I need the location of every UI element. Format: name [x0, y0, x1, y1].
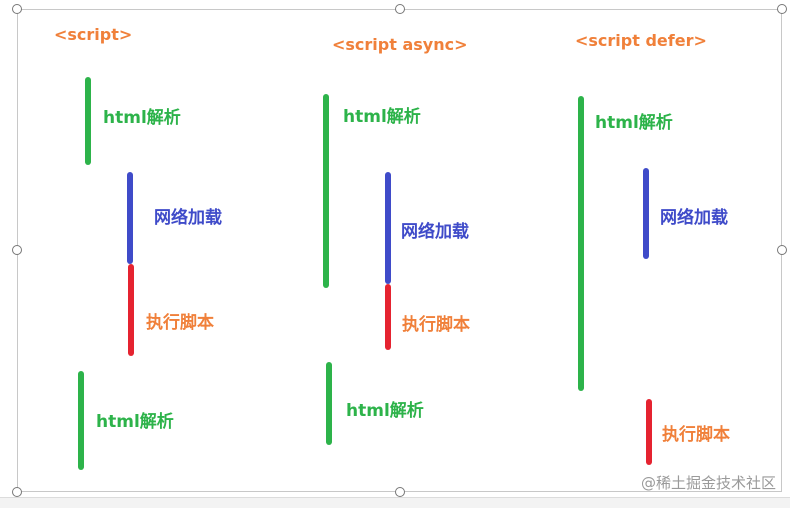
exec-label: 执行脚本 — [402, 315, 470, 335]
resize-handle-middle-left[interactable] — [12, 245, 22, 255]
parse-bar — [85, 77, 91, 165]
column-title-script-defer: <script defer> — [575, 31, 707, 50]
exec-label: 执行脚本 — [146, 313, 214, 333]
resize-handle-top-left[interactable] — [12, 4, 22, 14]
parse-bar — [326, 362, 332, 445]
parse-label: html解析 — [595, 113, 673, 133]
column-title-script: <script> — [54, 25, 133, 44]
resize-handle-bottom-left[interactable] — [12, 487, 22, 497]
load-bar — [127, 172, 133, 264]
load-label: 网络加载 — [154, 208, 222, 228]
parse-bar — [578, 96, 584, 391]
exec-label: 执行脚本 — [662, 425, 730, 445]
parse-label: html解析 — [96, 412, 174, 432]
watermark: @稀土掘金技术社区 — [640, 474, 776, 492]
resize-handle-middle-right[interactable] — [777, 245, 787, 255]
resize-handle-bottom-center[interactable] — [395, 487, 405, 497]
column-title-script-async: <script async> — [332, 35, 468, 54]
exec-bar — [646, 399, 652, 465]
resize-handle-top-center[interactable] — [395, 4, 405, 14]
parse-bar — [323, 94, 329, 288]
load-label: 网络加载 — [401, 222, 469, 242]
parse-label: html解析 — [346, 401, 424, 421]
load-bar — [385, 172, 391, 284]
parse-bar — [78, 371, 84, 470]
parse-label: html解析 — [103, 108, 181, 128]
exec-bar — [385, 284, 391, 350]
exec-bar — [128, 264, 134, 356]
parse-label: html解析 — [343, 107, 421, 127]
load-label: 网络加载 — [660, 208, 728, 228]
resize-handle-top-right[interactable] — [777, 4, 787, 14]
load-bar — [643, 168, 649, 259]
status-strip — [0, 497, 790, 508]
